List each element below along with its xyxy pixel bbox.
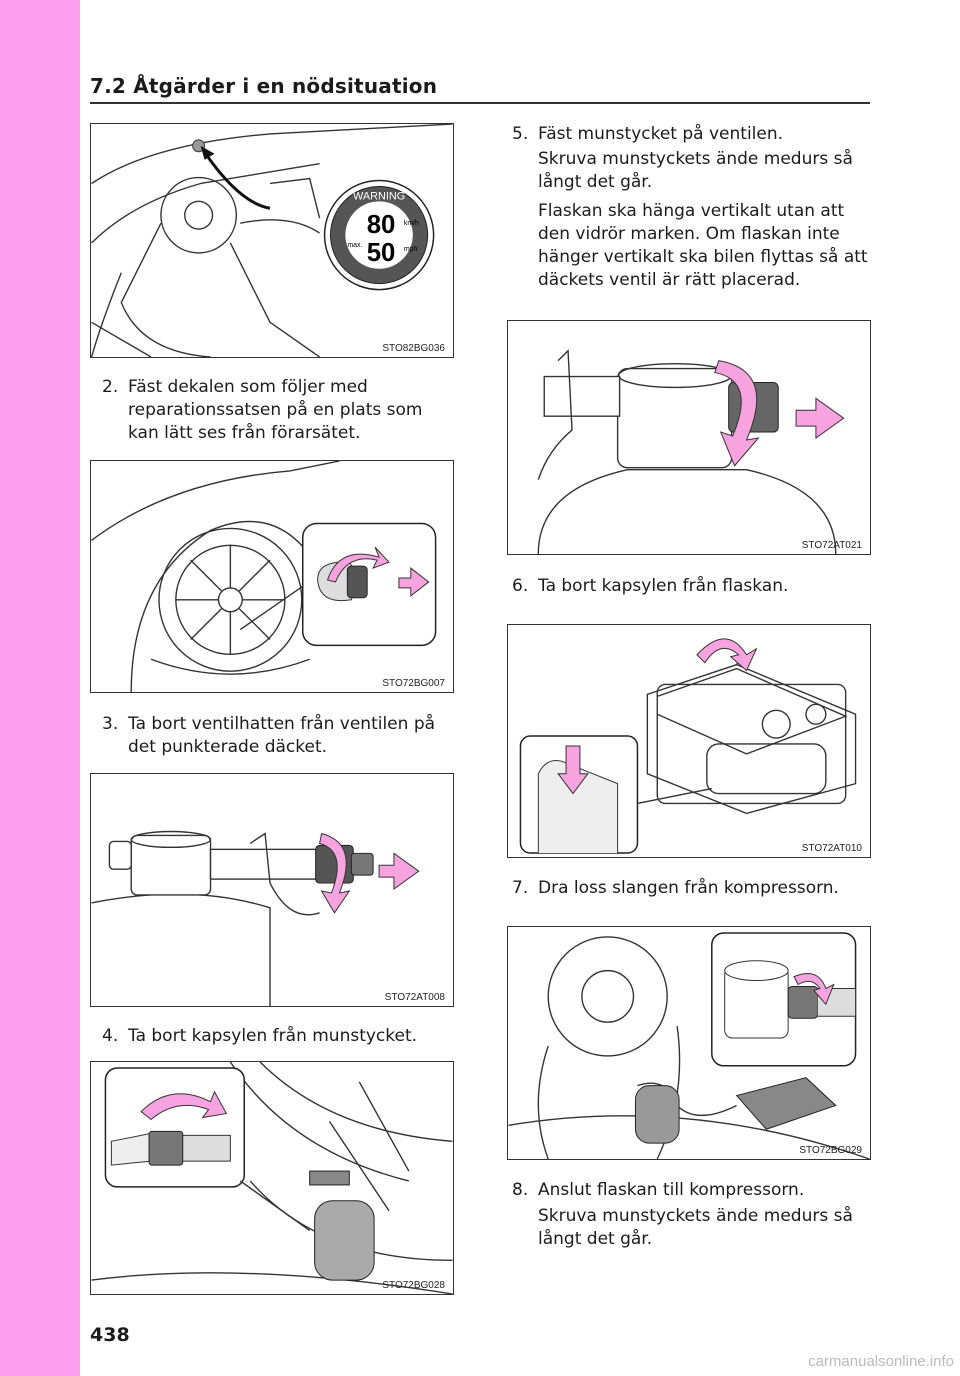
car-interior-illustration: 80 50 km/h mph max. WARNING (91, 124, 453, 357)
step-text: Ta bort kapsylen från flaskan. (538, 576, 789, 596)
step-number: 6. (512, 576, 529, 596)
step-text: Fäst dekalen som följer med reparationss… (128, 377, 423, 443)
step-text: Anslut flaskan till kompressorn. (538, 1180, 805, 1200)
figure-code: STO72BG029 (799, 1145, 862, 1156)
figure-code: STO72AT008 (384, 992, 445, 1003)
figure-code: STO72BG007 (382, 678, 445, 689)
figure-attach-nozzle: STO72AT021 (507, 320, 871, 555)
page-number: 438 (90, 1324, 130, 1346)
bottle-nozzle-illustration (91, 830, 420, 1006)
step-2: 2. Fäst dekalen som följer med reparatio… (102, 376, 454, 445)
step-text: Fäst munstycket på ventilen. (538, 124, 784, 144)
step-8-detail-1: Skruva munstyckets ände medurs så långt … (538, 1206, 853, 1249)
figure-nozzle-wheel: STO72BG028 (90, 1061, 454, 1295)
step-number: 3. (102, 714, 119, 734)
watermark: carmanualsonline.info (808, 1353, 954, 1370)
step-text: Dra loss slangen från kompressorn. (538, 878, 839, 898)
figure-bottle-cap: STO72AT010 (507, 624, 871, 858)
sticker-warning-word: WARNING (353, 190, 405, 202)
figure-valve-cap: STO72BG007 (90, 460, 454, 693)
compressor-illustration (519, 638, 857, 854)
bottle-valve-illustration (537, 349, 845, 554)
step-number: 5. (512, 124, 529, 144)
sticker-speed-top: 80 (367, 211, 396, 239)
sticker-max-label: max. (347, 242, 362, 249)
step-8: 8. Anslut flaskan till kompressorn. (512, 1179, 872, 1202)
step-6: 6. Ta bort kapsylen från flaskan. (512, 575, 872, 598)
figure-code: STO72BG028 (382, 1280, 445, 1291)
sticker-speed-bottom: 50 (367, 239, 396, 267)
step-5: 5. Fäst munstycket på ventilen. (512, 123, 872, 146)
figure-code: STO72AT010 (801, 843, 862, 854)
wheel-illustration (91, 461, 437, 692)
sidebar-tab (0, 0, 80, 1376)
step-5-detail-2: Flaskan ska hänga vertikalt utan att den… (538, 201, 868, 290)
step-text: Ta bort kapsylen från munstycket. (128, 1026, 418, 1046)
sticker-unit-kmh: km/h (404, 220, 419, 227)
figure-sticker-placement: 80 50 km/h mph max. WARNING STO82BG036 (90, 123, 454, 358)
step-text: Ta bort ventilhatten från ventilen på de… (128, 714, 436, 757)
sticker-unit-mph: mph (404, 246, 418, 253)
figure-code: STO82BG036 (382, 343, 445, 354)
step-5-detail-1: Skruva munstyckets ände medurs så långt … (538, 149, 853, 192)
nozzle-wheel-illustration (91, 1062, 453, 1294)
step-number: 2. (102, 377, 119, 397)
step-number: 4. (102, 1026, 119, 1046)
step-7: 7. Dra loss slangen från kompressorn. (512, 877, 872, 900)
section-title: 7.2 Åtgärder i en nödsituation (90, 74, 438, 98)
step-3: 3. Ta bort ventilhatten från ventilen på… (102, 713, 454, 759)
step-4: 4. Ta bort kapsylen från munstycket. (102, 1025, 454, 1048)
header-divider (90, 102, 870, 104)
figure-hose-disconnect: STO72BG029 (507, 926, 871, 1160)
hose-compressor-illustration (508, 932, 870, 1159)
step-number: 8. (512, 1180, 529, 1200)
figure-code: STO72AT021 (801, 540, 862, 551)
figure-nozzle-cap: STO72AT008 (90, 773, 454, 1007)
step-number: 7. (512, 878, 529, 898)
